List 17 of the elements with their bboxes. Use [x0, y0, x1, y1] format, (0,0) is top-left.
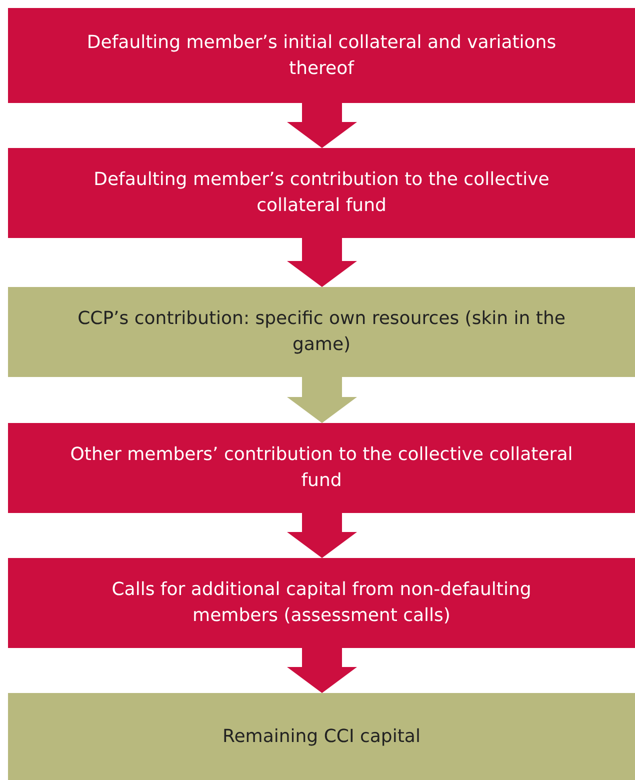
arrow: [287, 103, 357, 148]
step-text: Calls for additional capital from non-defaulting members (assessment calls): [110, 578, 532, 628]
step-box: [8, 148, 635, 238]
arrow: [287, 238, 357, 287]
step-box: [8, 558, 635, 648]
step-text: Remaining CCI capital: [222, 724, 420, 748]
step-box: [8, 287, 635, 377]
step-text: CCP’s contribution: specific own resources (skin in the game): [76, 307, 566, 357]
step-box: [8, 693, 635, 780]
arrow: [287, 513, 357, 558]
step-text: Other members’ contribution to the collective collateral fund: [69, 443, 574, 493]
step-text: Defaulting member’s contribution to the collective collateral fund: [92, 168, 550, 218]
step-box: [8, 423, 635, 513]
arrow: [287, 648, 357, 693]
step-box: [8, 8, 635, 103]
step-text: Defaulting member’s initial collateral and variations thereof: [86, 30, 558, 80]
arrow: [287, 377, 357, 423]
